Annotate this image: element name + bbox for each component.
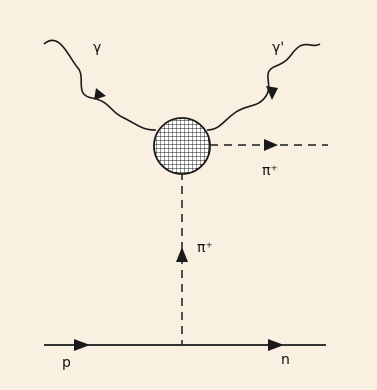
outgoing-photon-arrow: [266, 86, 278, 100]
outgoing-pion-arrow: [264, 139, 278, 151]
exchanged-pion-arrow: [176, 247, 188, 262]
proton-arrow: [74, 339, 90, 351]
pion-out-label: π⁺: [262, 163, 278, 179]
pion-exchange-label: π⁺: [197, 240, 213, 256]
incoming-photon-line: [43, 39, 157, 131]
neutron-label: n: [281, 352, 290, 368]
outgoing-photon-line: [206, 43, 321, 131]
incoming-photon-arrow: [94, 88, 106, 100]
interaction-blob: [153, 117, 211, 175]
photon-in-label: γ: [93, 40, 101, 56]
proton-label: p: [62, 355, 71, 371]
photon-out-label: γ': [272, 40, 284, 56]
neutron-arrow: [268, 339, 284, 351]
